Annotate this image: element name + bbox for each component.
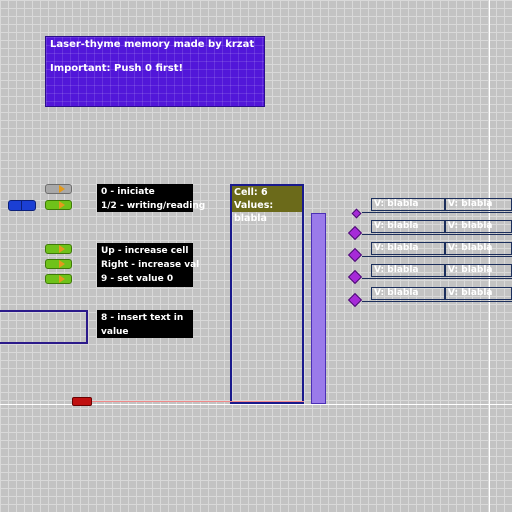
diamond-icon (347, 225, 363, 241)
value-row-line (362, 256, 512, 257)
diamond-icon (347, 292, 363, 308)
write-read-button[interactable] (45, 200, 72, 210)
value-row-line (362, 212, 512, 213)
value-box: V: blabla (445, 264, 512, 277)
label-block-controls: Up - increase cell Right - increase val … (97, 243, 200, 287)
axis-horizontal (0, 404, 512, 405)
purple-wall (311, 213, 326, 404)
important-text: Important: Push 0 first! (50, 63, 184, 74)
memory-text: blabla (234, 213, 267, 224)
memory-highlight (232, 186, 302, 212)
value-row-line (362, 278, 512, 279)
play-triangle-icon (58, 185, 65, 193)
increase-value-button[interactable] (45, 259, 72, 269)
label-init: 0 - iniciate (101, 187, 155, 197)
value-box: V: blabla (371, 220, 445, 233)
play-triangle-icon (58, 260, 65, 268)
label-eight-line2: value (101, 327, 129, 337)
play-triangle-icon (58, 245, 65, 253)
value-box: V: blabla (445, 220, 512, 233)
play-triangle-icon (58, 201, 65, 209)
value-box: V: blabla (371, 242, 445, 255)
label-right: Right - increase val (101, 260, 200, 270)
input-frame (0, 310, 88, 344)
value-box: V: blabla (445, 242, 512, 255)
label-block-insert: 8 - insert text in value (97, 310, 193, 338)
label-nine: 9 - set value 0 (101, 274, 174, 284)
diamond-icon (347, 269, 363, 285)
laser-beam (92, 401, 304, 402)
label-write: 1/2 - writing/reading (101, 201, 206, 211)
value-row-line (362, 234, 512, 235)
play-triangle-icon (58, 275, 65, 283)
value-box: V: blabla (445, 198, 512, 211)
memory-frame: Cell: 6 Values: blabla (230, 184, 304, 404)
value-row-line (362, 301, 512, 302)
memory-cell: Cell: 6 (234, 187, 268, 198)
value-box: V: blabla (445, 287, 512, 300)
blue-emitter[interactable] (8, 200, 36, 211)
set-zero-button[interactable] (45, 274, 72, 284)
init-button[interactable] (45, 184, 72, 194)
memory-values: Values: (234, 200, 274, 211)
title-text: Laser-thyme memory made by krzat (50, 39, 255, 50)
diamond-icon (351, 208, 362, 219)
laser-emitter[interactable] (72, 397, 92, 406)
title-panel: Laser-thyme memory made by krzat Importa… (45, 36, 265, 107)
label-eight-line1: 8 - insert text in (101, 313, 184, 323)
label-block-init: 0 - iniciate 1/2 - writing/reading (97, 184, 206, 212)
increase-cell-button[interactable] (45, 244, 72, 254)
value-box: V: blabla (371, 198, 445, 211)
label-up: Up - increase cell (101, 246, 189, 256)
value-box: V: blabla (371, 264, 445, 277)
diamond-icon (347, 247, 363, 263)
value-box: V: blabla (371, 287, 445, 300)
